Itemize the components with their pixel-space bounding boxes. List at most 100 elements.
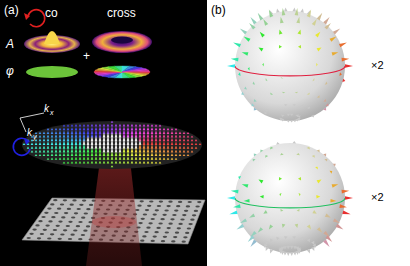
k-arrow bbox=[55, 145, 58, 149]
k-arrow bbox=[83, 148, 86, 153]
k-arrow bbox=[195, 143, 198, 145]
panel-label: (a) bbox=[4, 4, 19, 16]
k-arrow bbox=[119, 152, 122, 157]
k-arrow bbox=[35, 142, 38, 145]
spin-cone bbox=[259, 47, 264, 51]
k-arrow bbox=[163, 145, 166, 149]
k-arrow bbox=[159, 153, 162, 156]
k-arrow bbox=[103, 161, 106, 164]
k-arrow bbox=[103, 156, 106, 160]
k-arrow bbox=[135, 152, 138, 156]
spin-cone bbox=[290, 252, 294, 256]
k-arrow bbox=[127, 147, 130, 152]
k-arrow bbox=[171, 128, 174, 130]
spin-cone bbox=[323, 240, 329, 247]
cross-phase bbox=[122, 70, 150, 72]
k-arrow bbox=[191, 139, 194, 141]
spin-cone bbox=[244, 199, 250, 203]
row-label: A bbox=[6, 38, 14, 50]
k-arrow bbox=[147, 157, 150, 160]
column-heading: cross bbox=[107, 7, 136, 19]
nano-hole bbox=[32, 229, 36, 231]
spin-cone bbox=[325, 82, 328, 85]
k-arrow bbox=[47, 145, 50, 148]
k-arrow bbox=[191, 146, 194, 148]
k-arrow bbox=[63, 145, 66, 149]
k-arrow bbox=[179, 142, 182, 145]
nano-hole bbox=[43, 229, 47, 231]
k-arrow bbox=[119, 161, 122, 164]
spin-cone bbox=[339, 204, 347, 208]
spin-cone bbox=[282, 224, 286, 228]
equator bbox=[235, 198, 345, 208]
spin-cone bbox=[295, 92, 299, 94]
k-arrow bbox=[51, 131, 54, 134]
k-arrow bbox=[135, 161, 138, 164]
spin-cone bbox=[312, 78, 314, 81]
nano-hole bbox=[160, 218, 164, 220]
k-arrow bbox=[175, 158, 178, 160]
k-arrow bbox=[127, 124, 130, 127]
spin-cone bbox=[266, 78, 268, 81]
nano-hole bbox=[50, 233, 54, 235]
nano-hole bbox=[159, 201, 163, 203]
row-label: φ bbox=[6, 65, 14, 77]
k-arrow bbox=[51, 141, 54, 145]
k-arrow bbox=[175, 135, 178, 138]
co-phase bbox=[26, 66, 78, 78]
k-arrow bbox=[159, 137, 162, 141]
nano-hole bbox=[73, 229, 77, 231]
k-arrow bbox=[123, 156, 126, 160]
spin-cone bbox=[336, 224, 344, 230]
nano-hole bbox=[57, 208, 61, 210]
k-arrow bbox=[183, 142, 186, 145]
k-arrow bbox=[139, 124, 142, 127]
k-arrow bbox=[91, 152, 94, 156]
spin-cone bbox=[287, 120, 291, 123]
spin-cone bbox=[297, 250, 301, 254]
k-arrow bbox=[79, 127, 82, 130]
k-arrow bbox=[147, 161, 150, 163]
spin-cone bbox=[323, 153, 326, 156]
k-arrow bbox=[55, 128, 58, 130]
k-arrow bbox=[147, 148, 150, 152]
nano-hole bbox=[141, 218, 145, 220]
k-arrow bbox=[131, 156, 134, 160]
spin-cone bbox=[240, 28, 247, 34]
k-arrow bbox=[135, 148, 138, 153]
k-arrow bbox=[187, 135, 190, 137]
spin-cone bbox=[307, 225, 311, 230]
nano-hole bbox=[180, 218, 184, 220]
k-arrow bbox=[131, 152, 134, 156]
k-arrow bbox=[195, 147, 198, 149]
spin-cone bbox=[317, 95, 320, 98]
k-arrow bbox=[55, 141, 58, 145]
nano-hole bbox=[145, 209, 149, 211]
nano-hole bbox=[79, 204, 83, 206]
nano-hole bbox=[151, 218, 155, 220]
k-arrow bbox=[35, 146, 38, 149]
nano-hole bbox=[89, 204, 93, 206]
spin-cone bbox=[293, 252, 297, 256]
spin-cone bbox=[345, 196, 353, 200]
nano-hole bbox=[54, 212, 58, 214]
spin-cone bbox=[339, 72, 342, 76]
spin-cone bbox=[342, 190, 350, 194]
spin-cone bbox=[342, 211, 350, 215]
nano-hole bbox=[192, 214, 196, 216]
spin-cone bbox=[300, 9, 304, 13]
k-arrow bbox=[155, 161, 158, 163]
k-arrow bbox=[155, 144, 158, 148]
spin-cone bbox=[253, 82, 256, 85]
nano-hole bbox=[182, 214, 186, 216]
k-arrow bbox=[179, 150, 182, 153]
nano-hole bbox=[149, 200, 153, 202]
sphere bbox=[235, 11, 345, 121]
k-arrow bbox=[51, 138, 54, 142]
polarization-icon bbox=[13, 138, 30, 155]
k-arrow bbox=[171, 134, 174, 137]
k-arrow bbox=[79, 148, 82, 153]
nano-hole bbox=[71, 216, 75, 218]
cross-hole bbox=[111, 37, 133, 44]
